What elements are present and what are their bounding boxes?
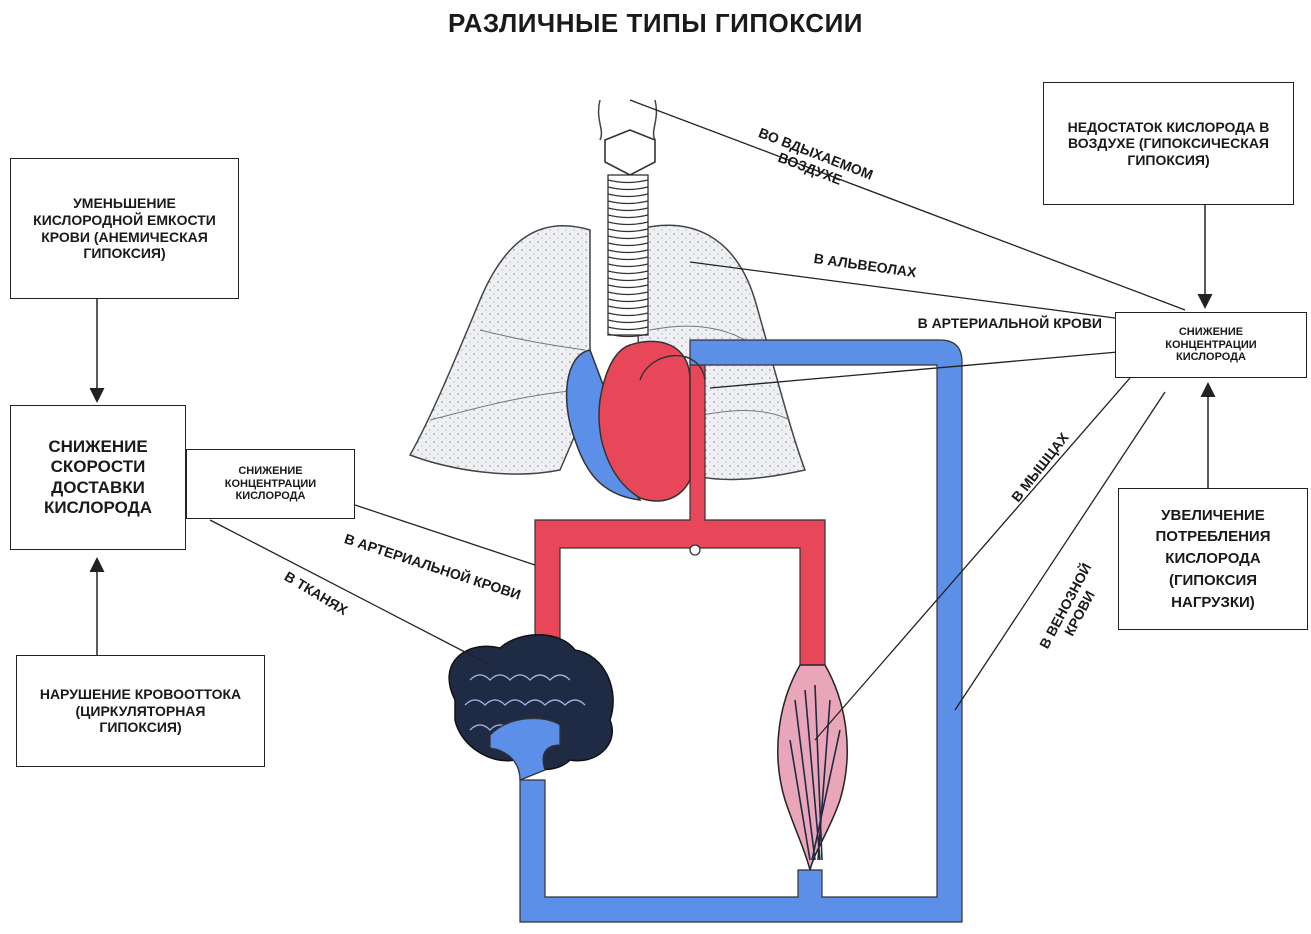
diagram-title: РАЗЛИЧНЫЕ ТИПЫ ГИПОКСИИ — [0, 8, 1311, 39]
concentration-right-box: СНИЖЕНИЕ КОНЦЕНТРАЦИИ КИСЛОРОДА — [1115, 312, 1307, 378]
hypoxic-hypoxia-box: НЕДОСТАТОК КИСЛОРОДА В ВОЗДУХЕ (ГИПОКСИЧ… — [1043, 82, 1294, 205]
concentration-left-box: СНИЖЕНИЕ КОНЦЕНТРАЦИИ КИСЛОРОДА — [186, 449, 355, 519]
delivery-rate-box: СНИЖЕНИЕ СКОРОСТИ ДОСТАВКИ КИСЛОРОДА — [10, 405, 186, 550]
trachea — [608, 175, 648, 335]
right-lung — [410, 226, 590, 474]
anemic-hypoxia-box: УМЕНЬШЕНИЕ КИСЛОРОДНОЙ ЕМКОСТИ КРОВИ (АН… — [10, 158, 239, 299]
load-hypoxia-box: УВЕЛИЧЕНИЕ ПОТРЕБЛЕНИЯ КИСЛОРОДА (ГИПОКС… — [1118, 488, 1308, 630]
larynx-cartilage — [605, 130, 655, 175]
label-arterial-right: В АРТЕРИАЛЬНОЙ КРОВИ — [892, 315, 1102, 331]
circulatory-hypoxia-box: НАРУШЕНИЕ КРОВООТТОКА (ЦИРКУЛЯТОРНАЯ ГИП… — [16, 655, 265, 767]
valve-marker — [690, 545, 700, 555]
